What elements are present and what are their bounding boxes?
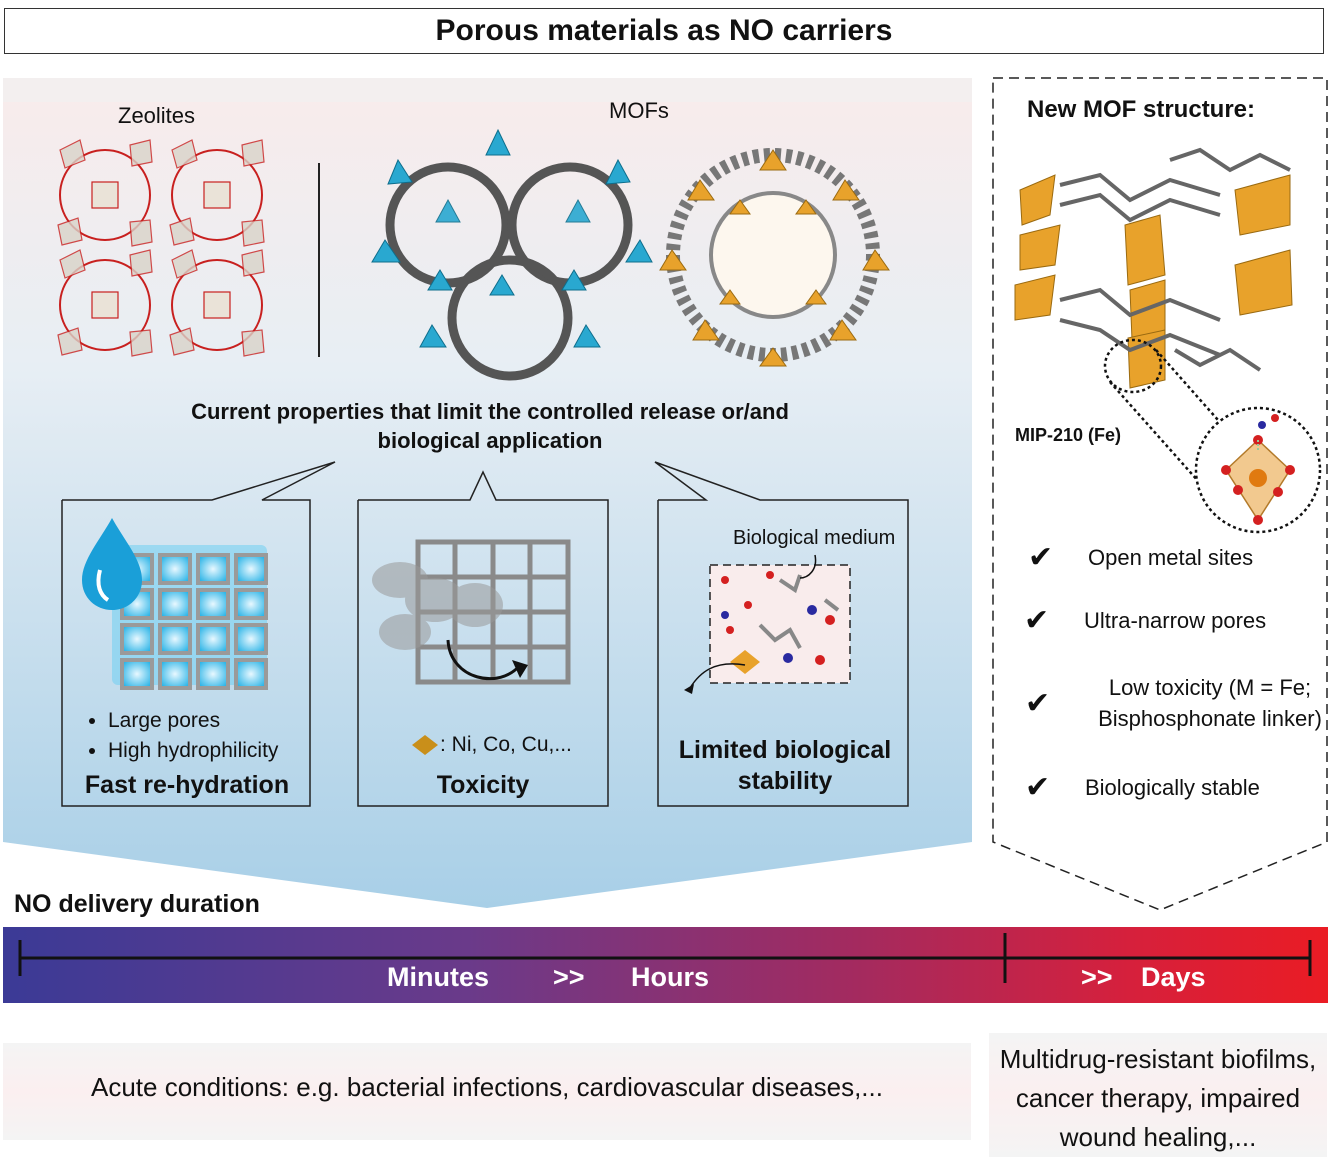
minutes-label: Minutes: [387, 962, 490, 992]
gt-sign-1: >>: [553, 962, 585, 992]
duration-timeline: [3, 927, 1328, 1003]
mip210-label: MIP-210 (Fe): [1015, 425, 1122, 445]
biological-medium-label: Biological medium: [733, 527, 896, 549]
feature-text: Ultra-narrow pores: [1084, 607, 1267, 633]
duration-label: NO delivery duration: [14, 890, 260, 918]
check-icon: ✔: [1025, 686, 1051, 720]
bullet-large-pores: Large pores: [108, 706, 278, 736]
stability-title: Limited biological stability: [678, 736, 892, 795]
fast-rehydration-title: Fast re-hydration: [84, 771, 290, 799]
chronic-text: Multidrug-resistant biofilms, cancer the…: [999, 1044, 1317, 1152]
feature-narrow-pores: ✔ Ultra-narrow pores: [1024, 603, 1266, 638]
feature-open-metal: ✔ Open metal sites: [1028, 540, 1253, 575]
days-label: Days: [1141, 962, 1206, 992]
feature-bio-stable: ✔ Biologically stable: [1025, 770, 1260, 805]
feature-text: Biologically stable: [1085, 774, 1260, 800]
new-mof-heading: New MOF structure:: [1027, 96, 1256, 123]
fe-octahedron-icon: [1221, 414, 1295, 525]
mof-gold-structure: [659, 148, 890, 367]
feature-text: Low toxicity (M = Fe; Bisphosphonate lin…: [1098, 675, 1322, 731]
zeolite-structure: [57, 139, 265, 357]
toxicity-title: Toxicity: [436, 771, 530, 799]
zeolites-label: Zeolites: [118, 103, 196, 128]
rotation-arrow-icon: [446, 639, 522, 681]
gt-sign-2: >>: [1081, 962, 1113, 992]
bullet-hydrophilicity: High hydrophilicity: [108, 736, 278, 766]
figure-title: Porous materials as NO carriers: [4, 8, 1324, 54]
metal-diamond-icon: [412, 735, 438, 755]
feature-text: Open metal sites: [1088, 544, 1254, 570]
mip210-structure: [1014, 147, 1293, 389]
hydration-bullets: Large pores High hydrophilicity: [80, 706, 278, 766]
check-icon: ✔: [1025, 771, 1051, 804]
limits-heading: Current properties that limit the contro…: [191, 399, 789, 453]
chronic-box: [989, 1033, 1327, 1157]
check-icon: ✔: [1024, 604, 1050, 637]
acute-box: [3, 1043, 971, 1140]
check-icon: ✔: [1028, 541, 1054, 574]
mofs-label: MOFs: [609, 98, 669, 123]
acute-text: Acute conditions: e.g. bacterial infecti…: [91, 1072, 883, 1102]
hours-label: Hours: [631, 962, 710, 992]
zoom-circle-small: [1103, 338, 1163, 394]
metals-legend: : Ni, Co, Cu,...: [440, 733, 572, 756]
hydrated-grid-illustration: [82, 518, 268, 690]
feature-low-toxicity: ✔ Low toxicity (M = Fe; Bisphosphonate l…: [1025, 672, 1331, 734]
